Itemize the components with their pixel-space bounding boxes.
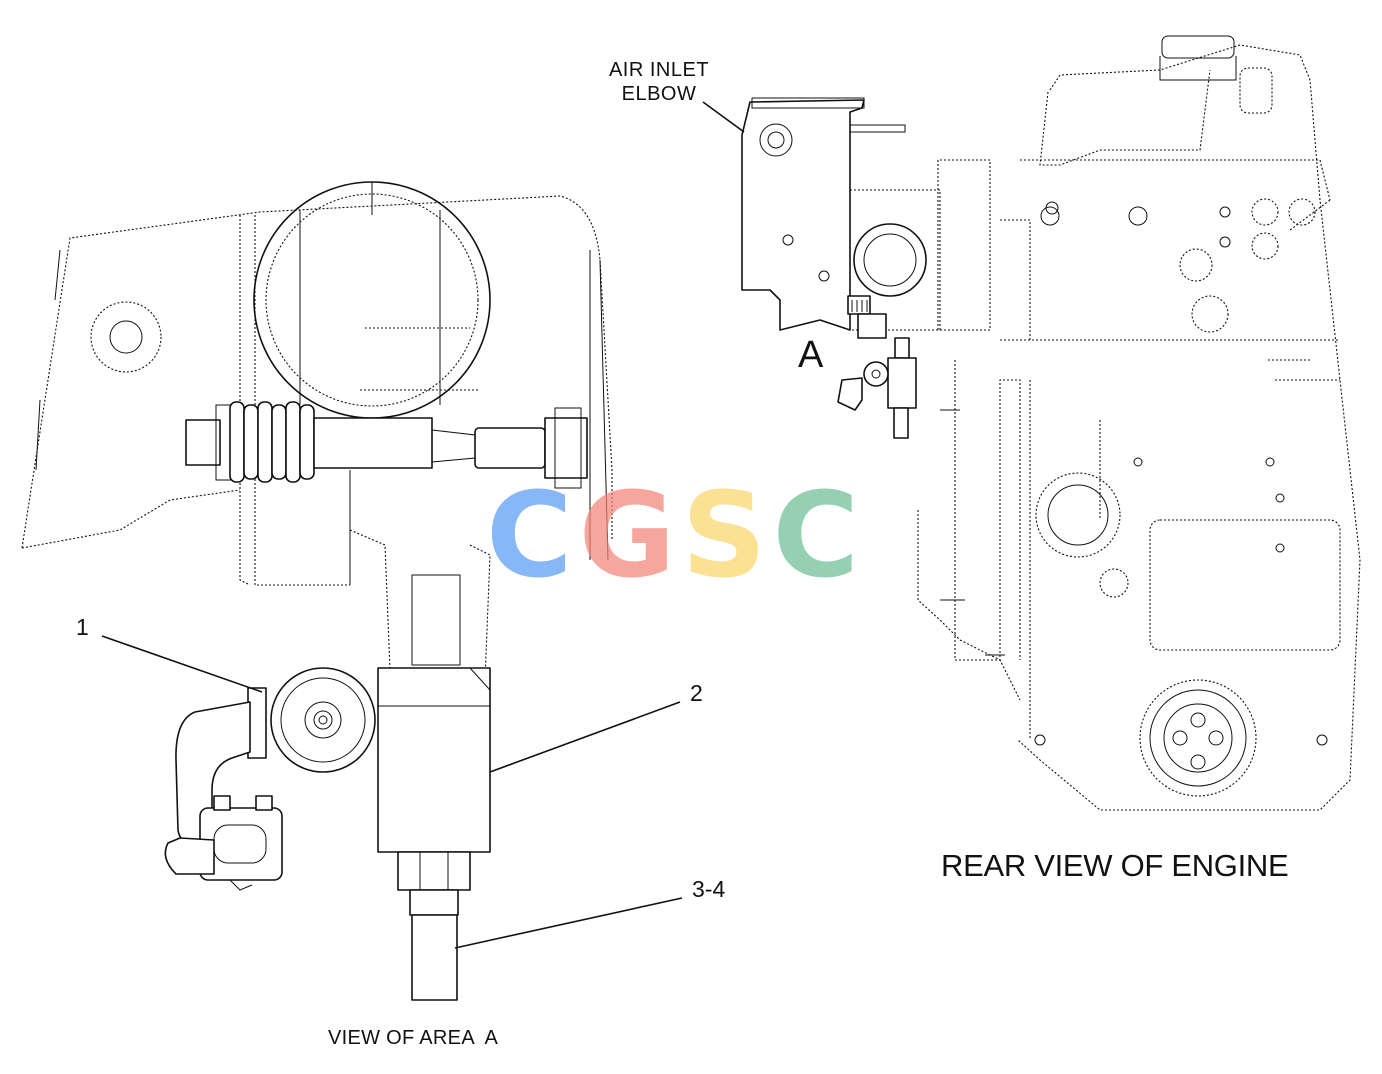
- air-inlet-elbow-label: AIR INLET ELBOW: [596, 58, 722, 106]
- area-view-title: VIEW OF AREA A: [328, 1027, 499, 1049]
- watermark-letter-3: S: [681, 466, 773, 604]
- leader-line-air-inlet: [702, 101, 745, 133]
- leader-line-2: [489, 701, 681, 773]
- watermark-logo: CGSC: [486, 475, 896, 595]
- callout-1: 1: [76, 614, 89, 640]
- area-a-detail-drawing: [21, 181, 613, 1001]
- callout-2: 2: [690, 680, 703, 706]
- air-inlet-label-line1: AIR INLET: [608, 59, 710, 81]
- watermark-letter-1: C: [486, 466, 579, 604]
- leader-line-1: [101, 635, 263, 693]
- rear-engine-drawing: [741, 35, 1361, 811]
- watermark-letter-2: G: [578, 466, 682, 604]
- watermark-letter-4: C: [772, 466, 866, 604]
- area-a-marker: A: [798, 334, 824, 376]
- air-inlet-label-line2: ELBOW: [621, 83, 697, 105]
- leader-line-3-4: [454, 897, 683, 949]
- callout-3-4: 3-4: [692, 876, 726, 902]
- rear-view-title: REAR VIEW OF ENGINE: [941, 848, 1289, 883]
